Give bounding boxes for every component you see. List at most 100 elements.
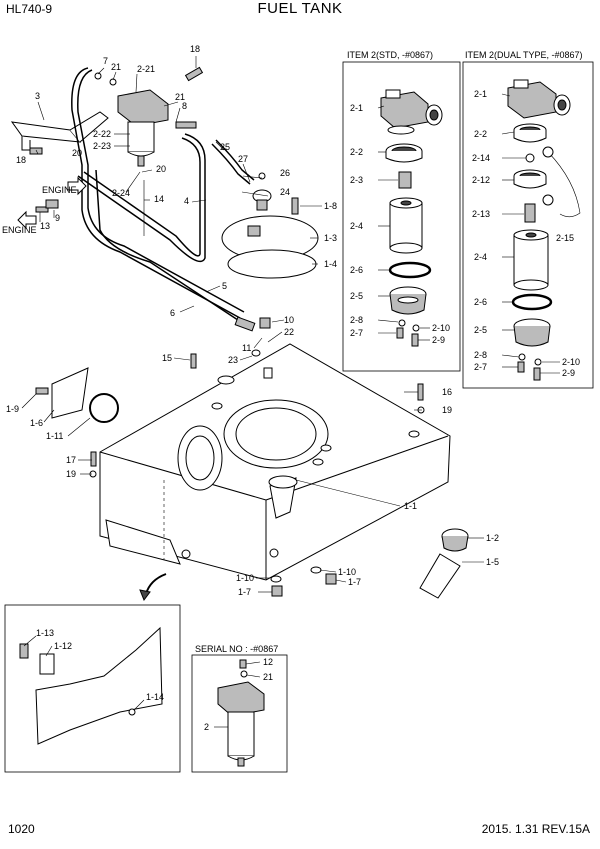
model-code: HL740-9 bbox=[6, 2, 53, 16]
level-sender bbox=[143, 172, 319, 279]
callout: 2-6 bbox=[350, 265, 363, 275]
callout: 2-8 bbox=[474, 350, 487, 360]
callout: 2-2 bbox=[350, 147, 363, 157]
callout: 18 bbox=[16, 155, 26, 165]
callout: 1-8 bbox=[324, 201, 337, 211]
inset-std-box bbox=[342, 61, 461, 372]
fittings-left bbox=[29, 147, 59, 213]
callout: 2-24 bbox=[112, 188, 130, 198]
dual-filter-cartridge bbox=[513, 229, 549, 291]
callout: 4 bbox=[184, 196, 189, 206]
callout: 2 bbox=[204, 722, 209, 732]
callout: 2-9 bbox=[562, 368, 575, 378]
fuel-tank-body bbox=[99, 343, 451, 581]
std-bowl bbox=[389, 286, 427, 315]
callout: 5 bbox=[222, 281, 227, 291]
callout: 1-9 bbox=[6, 404, 19, 414]
bracket-3 bbox=[10, 111, 109, 151]
inset-std-title: ITEM 2(STD, -#0867) bbox=[347, 50, 433, 60]
callout: 1-6 bbox=[30, 418, 43, 428]
std-filter-head bbox=[380, 89, 443, 135]
callout: 1-7 bbox=[348, 577, 361, 587]
revision-date: 2015. 1.31 REV.15A bbox=[481, 822, 590, 836]
inset-serial-box bbox=[191, 654, 288, 773]
callout: 23 bbox=[228, 355, 238, 365]
main-fuel-filter bbox=[94, 66, 204, 167]
dual-filter-head bbox=[507, 79, 571, 119]
dual-sensor bbox=[524, 146, 581, 223]
callout: 18 bbox=[190, 44, 200, 54]
callout: 2-15 bbox=[556, 233, 574, 243]
callout: 22 bbox=[284, 327, 294, 337]
dual-drain-parts bbox=[517, 353, 542, 381]
callout: 19 bbox=[66, 469, 76, 479]
engine-label: ENGINE bbox=[42, 185, 77, 195]
callout: 13 bbox=[40, 221, 50, 231]
callout: 19 bbox=[442, 405, 452, 415]
callout: 7 bbox=[103, 56, 108, 66]
callout: 2-1 bbox=[350, 103, 363, 113]
callout: 2-5 bbox=[474, 325, 487, 335]
side-cover bbox=[35, 367, 119, 423]
dual-bowl bbox=[513, 318, 551, 347]
callout: 1-4 bbox=[324, 259, 337, 269]
callout: 2-23 bbox=[93, 141, 111, 151]
callout-labels-lower-left: 1-13 1-12 1-14 bbox=[36, 628, 164, 702]
filler-cap bbox=[441, 528, 469, 552]
std-filter-cartridge bbox=[389, 197, 423, 254]
dual-ring-lower bbox=[513, 169, 547, 189]
callout: 1-2 bbox=[486, 533, 499, 543]
lower-left-plate bbox=[19, 626, 163, 745]
callout: 20 bbox=[72, 148, 82, 158]
std-drain-parts bbox=[396, 319, 420, 347]
callout: 1-5 bbox=[486, 557, 499, 567]
callout: 2-7 bbox=[474, 362, 487, 372]
leader-lines bbox=[21, 56, 560, 728]
callout: 1-13 bbox=[36, 628, 54, 638]
callout: 2-10 bbox=[562, 357, 580, 367]
callout: 26 bbox=[280, 168, 290, 178]
callout: 2-6 bbox=[474, 297, 487, 307]
callout: 21 bbox=[111, 62, 121, 72]
callout: 27 bbox=[238, 154, 248, 164]
callout: 2-1 bbox=[474, 89, 487, 99]
callout: 1-3 bbox=[324, 233, 337, 243]
callout: 2-10 bbox=[432, 323, 450, 333]
std-filter-ring bbox=[385, 143, 423, 163]
std-nipple bbox=[398, 171, 412, 189]
callout: 16 bbox=[442, 387, 452, 397]
callout: 2-12 bbox=[472, 175, 490, 185]
callout: 2-5 bbox=[350, 291, 363, 301]
callout: 2-2 bbox=[474, 129, 487, 139]
strainer bbox=[419, 553, 461, 599]
callout: 2-3 bbox=[350, 175, 363, 185]
page-number: 1020 bbox=[8, 822, 35, 836]
callout: 25 bbox=[220, 142, 230, 152]
dual-plug bbox=[525, 153, 535, 163]
callout: 2-8 bbox=[350, 315, 363, 325]
engine-label: ENGINE bbox=[2, 225, 37, 235]
callout: 2-22 bbox=[93, 129, 111, 139]
engine-labels: ENGINE ENGINE bbox=[2, 176, 87, 235]
callout: 2-13 bbox=[472, 209, 490, 219]
callout-labels-serial: 12 21 2 bbox=[204, 657, 273, 732]
inset-serial-title: SERIAL NO : -#0867 bbox=[195, 644, 278, 654]
dual-o-ring bbox=[511, 293, 553, 311]
inset-dual-box bbox=[462, 61, 594, 389]
callout: 15 bbox=[162, 353, 172, 363]
callout: 2-4 bbox=[474, 252, 487, 262]
callout: 10 bbox=[284, 315, 294, 325]
inset-lower-left-box bbox=[4, 604, 181, 773]
dual-ring-upper bbox=[513, 123, 547, 143]
callout: 1-10 bbox=[338, 567, 356, 577]
callout: 9 bbox=[55, 213, 60, 223]
callout-labels-std: 2-1 2-2 2-3 2-4 2-6 2-5 2-8 2-7 2-10 2-9 bbox=[350, 103, 450, 345]
callout: 1-12 bbox=[54, 641, 72, 651]
callout: 20 bbox=[156, 164, 166, 174]
page-title: FUEL TANK bbox=[257, 0, 343, 17]
callout: 21 bbox=[263, 672, 273, 682]
callout: 2-9 bbox=[432, 335, 445, 345]
arrow-to-inset bbox=[145, 573, 167, 595]
callout-labels-dual: 2-1 2-2 2-14 2-12 2-13 2-15 2-4 2-6 2-5 … bbox=[472, 89, 580, 378]
